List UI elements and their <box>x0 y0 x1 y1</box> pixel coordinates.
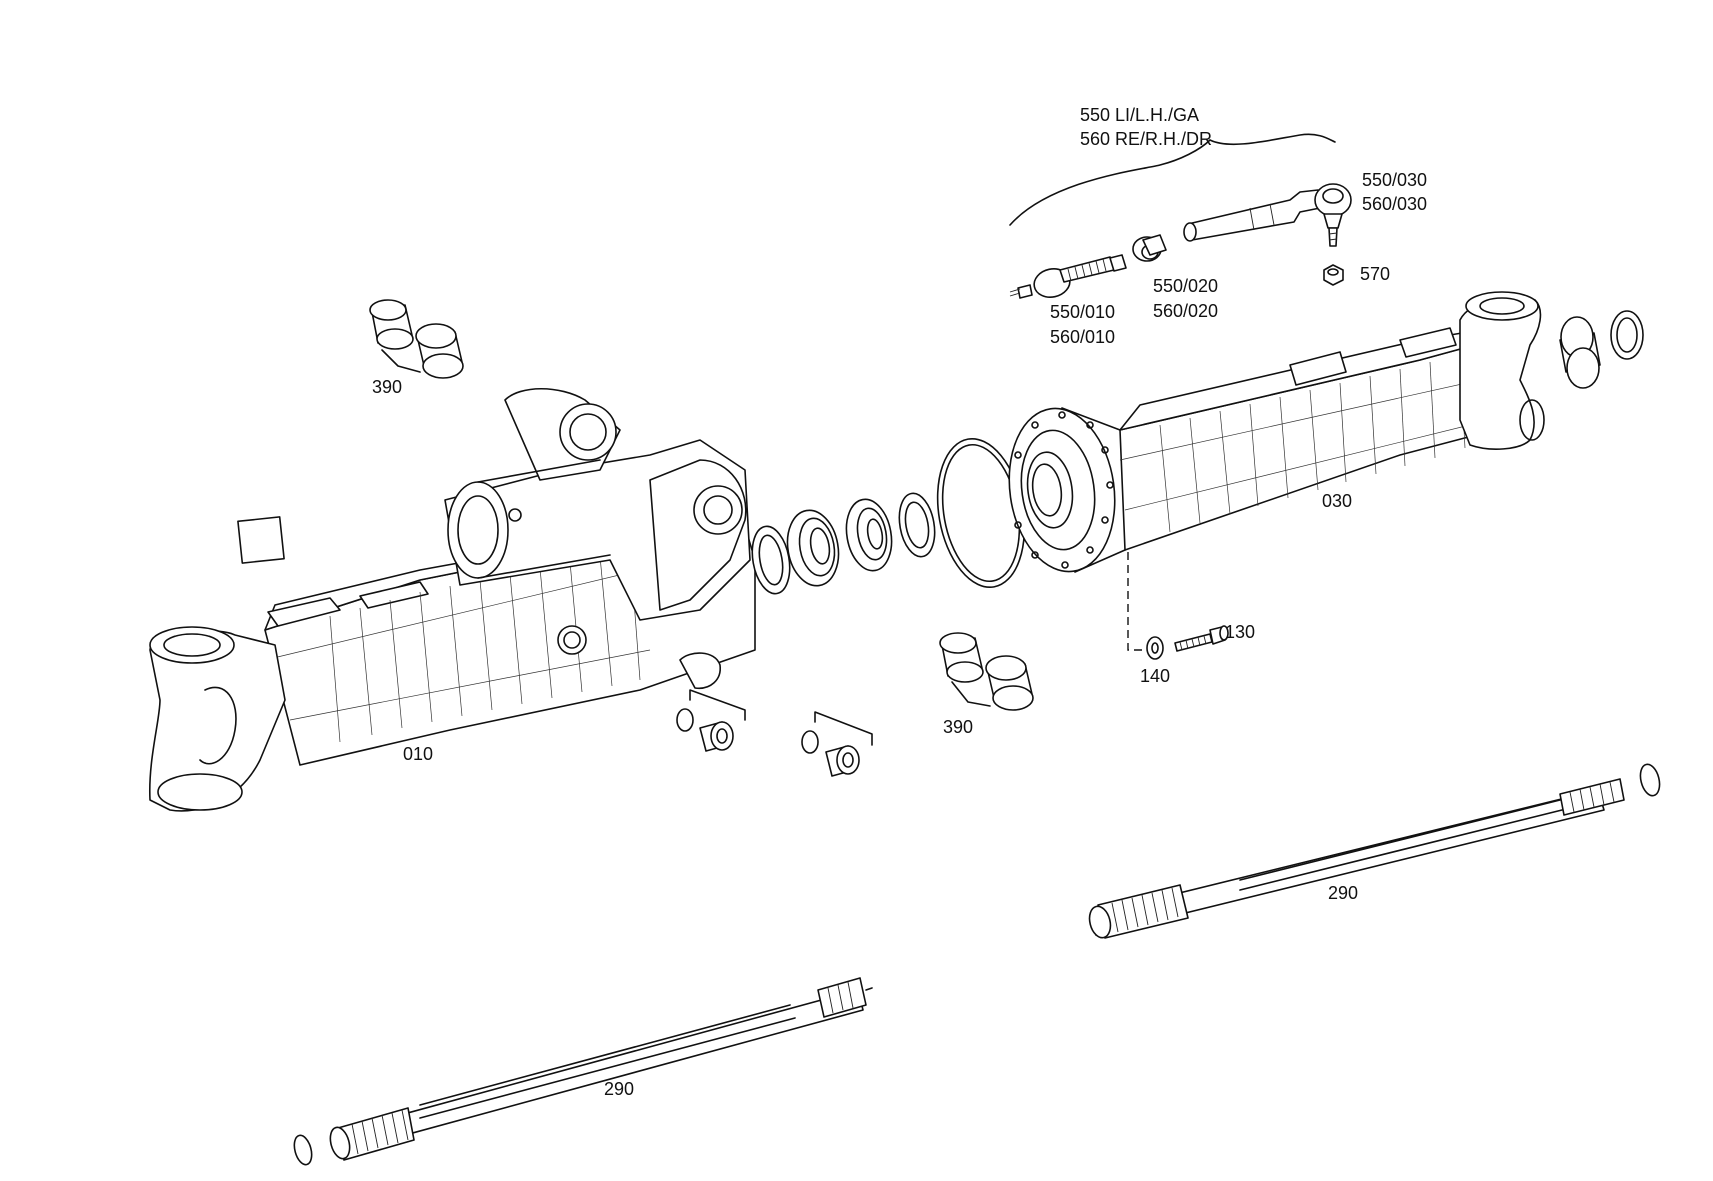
label-140: 140 <box>1140 666 1170 686</box>
label-560-030: 560/030 <box>1362 194 1427 214</box>
tie-rod-assembly <box>1009 133 1352 299</box>
label-560-020: 560/020 <box>1153 301 1218 321</box>
cover-plate <box>237 516 285 564</box>
label-010: 010 <box>403 744 433 764</box>
label-130: 130 <box>1225 622 1255 642</box>
bushing-390-top <box>369 299 464 379</box>
label-group-lh: 550 LI/L.H./GA <box>1080 105 1199 125</box>
label-290-left: 290 <box>604 1079 634 1099</box>
bushing-390-mid <box>939 632 1034 711</box>
label-560-010: 560/010 <box>1050 327 1115 347</box>
plug-left <box>676 689 746 752</box>
axle-housing-010 <box>148 387 756 812</box>
bushing-right-end <box>1559 310 1644 389</box>
drive-shaft-290-right <box>1088 763 1661 939</box>
label-570: 570 <box>1360 264 1390 284</box>
label-550-030: 550/030 <box>1362 170 1427 190</box>
label-030: 030 <box>1322 491 1352 511</box>
bearing-stack <box>751 437 1026 595</box>
label-390-mid: 390 <box>943 717 973 737</box>
washer-140 <box>1146 636 1164 660</box>
axle-housing-030 <box>1008 291 1545 573</box>
label-290-right: 290 <box>1328 883 1358 903</box>
label-group-rh: 560 RE/R.H./DR <box>1080 129 1212 149</box>
label-550-020: 550/020 <box>1153 276 1218 296</box>
bolt-130 <box>1174 625 1229 652</box>
label-550-010: 550/010 <box>1050 302 1115 322</box>
plug-right <box>801 711 873 777</box>
label-390-top: 390 <box>372 377 402 397</box>
drive-shaft-290-left <box>293 977 873 1166</box>
